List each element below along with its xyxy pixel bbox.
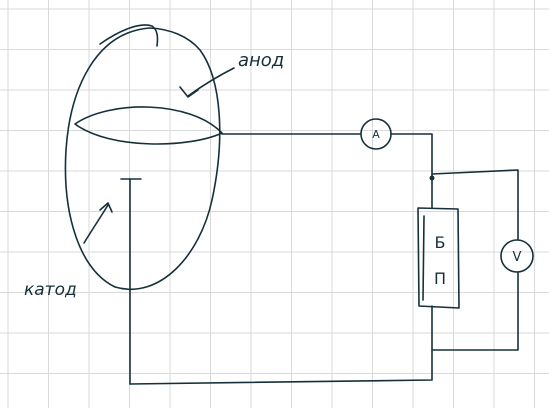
voltmeter-circle xyxy=(500,239,534,273)
anode-arrowhead xyxy=(179,86,199,98)
ammeter-label: A xyxy=(372,128,380,141)
anode-disc xyxy=(74,106,223,145)
cathode-arrow xyxy=(83,204,109,244)
battery-box xyxy=(417,207,460,309)
anode-label: анод xyxy=(238,50,285,71)
battery-inner-line xyxy=(422,215,425,301)
cathode-label: катод xyxy=(24,280,77,300)
anode-arrow xyxy=(187,67,235,97)
voltmeter-label: V xyxy=(513,250,522,265)
wire-voltmeter-return xyxy=(431,271,519,351)
cathode-arrowhead xyxy=(99,202,113,213)
wire-battery-return xyxy=(129,305,433,385)
wire-ammeter-junction xyxy=(390,133,433,179)
tube-tip xyxy=(99,24,159,47)
tube-bulb xyxy=(64,27,221,290)
battery-bottom-label: П xyxy=(434,269,446,288)
battery-top-label: Б xyxy=(435,233,446,252)
wire-junction-voltmeter xyxy=(431,169,519,241)
